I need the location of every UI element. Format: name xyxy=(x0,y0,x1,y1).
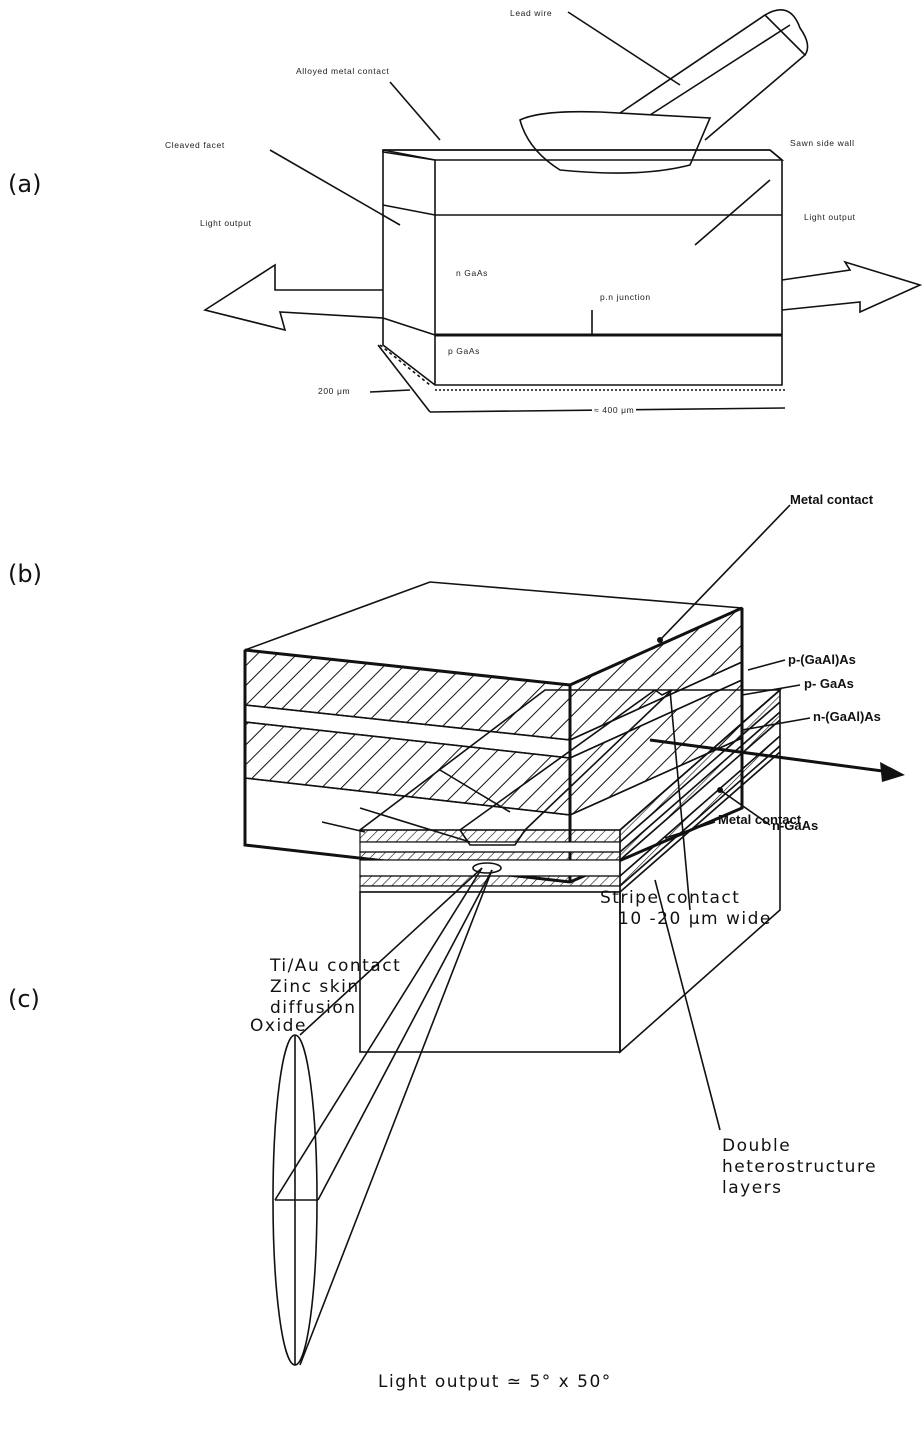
label-light-output-right: Light output xyxy=(804,212,856,222)
emission-arrowhead xyxy=(880,762,905,782)
label-dim-200: 200 μm xyxy=(318,386,351,396)
lead-wire xyxy=(619,13,807,141)
stripe-line-2: 10 -20 μm wide xyxy=(618,909,772,929)
label-light-output-c: Light output ≃ 5° x 50° xyxy=(378,1372,612,1392)
dh-line-2: heterostructure xyxy=(722,1157,878,1177)
label-alloyed-metal-contact: Alloyed metal contact xyxy=(296,66,390,76)
zinc-line-2: diffusion xyxy=(270,998,357,1018)
chip-top-face xyxy=(382,149,785,161)
label-stripe-contact: Stripe contact 10 -20 μm wide xyxy=(600,888,772,930)
stripe-line-1: Stripe contact xyxy=(600,888,741,908)
layer-front-p-gaalas xyxy=(244,649,571,741)
panel-a-drawing xyxy=(203,8,923,413)
chip-outline xyxy=(382,149,783,386)
stripe-groove xyxy=(459,829,526,846)
label-metal-contact-top: Metal contact xyxy=(790,492,874,507)
label-oxide: Oxide xyxy=(250,1016,307,1036)
label-n-gaas: n GaAs xyxy=(456,268,488,278)
label-tiau-contact: Ti/Au contact Zinc skin diffusion xyxy=(270,956,401,1019)
panel-label-a: (a) xyxy=(8,170,42,198)
label-double-heterostructure: Double heterostructure layers xyxy=(722,1136,877,1199)
label-n-gaas-b: n-GaAs xyxy=(772,818,819,833)
panel-label-b: (b) xyxy=(8,560,42,588)
front-substrate xyxy=(359,891,621,1053)
front-layer-2 xyxy=(359,851,621,861)
dh-line-3: layers xyxy=(722,1178,783,1198)
zinc-line-1: Zinc skin xyxy=(270,977,360,997)
dim-200-line xyxy=(377,344,431,413)
contact-pad xyxy=(519,110,712,174)
top-layer-line-front xyxy=(382,204,436,216)
label-lead-wire: Lead wire xyxy=(510,8,553,18)
label-dim-400: ≈ 400 μm xyxy=(592,405,637,415)
label-metal-contact-bottom: Metal contact xyxy=(718,812,802,827)
emission-arrow xyxy=(649,738,891,774)
label-cleaved-facet: Cleaved facet xyxy=(165,140,225,150)
layer-front-n-gaalas xyxy=(244,721,571,816)
label-sawn-side-wall: Sawn side wall xyxy=(790,138,855,148)
dh-line-1: Double xyxy=(722,1136,792,1156)
panel-label-c: (c) xyxy=(8,985,40,1013)
front-layer-3 xyxy=(359,875,621,887)
label-p-gaas-a: p GaAs xyxy=(448,346,480,356)
pn-junction-front xyxy=(382,317,436,336)
label-n-gaalas: n-(GaAl)As xyxy=(813,709,881,724)
light-arrow-left xyxy=(203,263,384,332)
light-arrow-right xyxy=(781,260,923,314)
label-p-gaas-b: p- GaAs xyxy=(804,676,854,691)
tiau-line: Ti/Au contact xyxy=(270,956,402,976)
label-light-output-left: Light output xyxy=(200,218,252,228)
panel-c-drawing xyxy=(272,688,783,1366)
lead-wire-end xyxy=(764,8,809,56)
front-layer-1 xyxy=(359,829,621,843)
label-pn-junction: p.n junction xyxy=(600,292,651,302)
label-p-gaalas: p-(GaAl)As xyxy=(788,652,856,667)
